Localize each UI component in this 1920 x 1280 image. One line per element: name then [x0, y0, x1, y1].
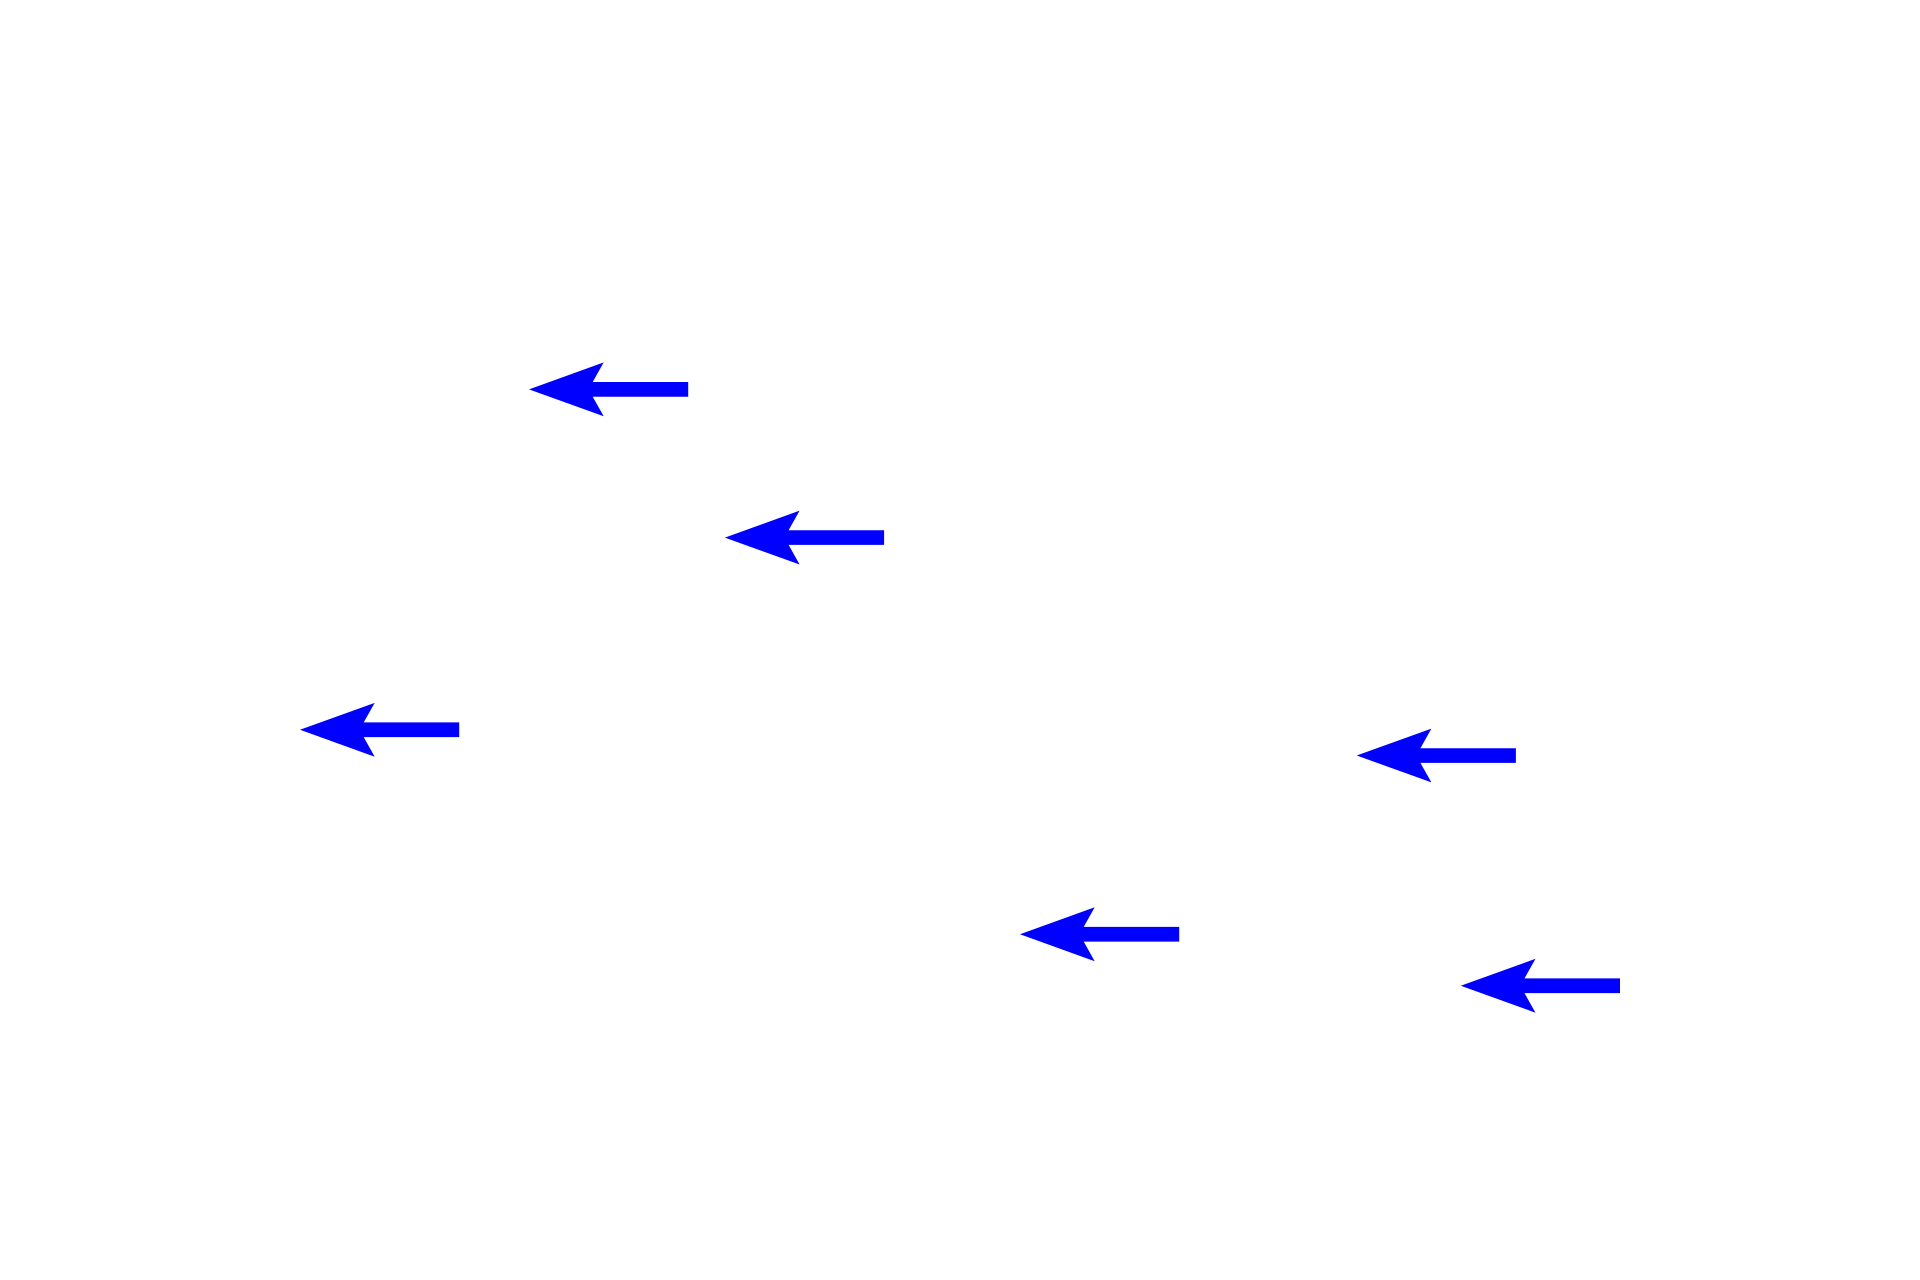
arrow-left-icon [1356, 728, 1516, 783]
arrow-left-icon [1460, 958, 1620, 1013]
arrow-left-icon [1020, 907, 1180, 962]
arrow-left-icon [724, 510, 885, 565]
arrow-left-icon [529, 362, 689, 417]
arrow-left-icon [300, 702, 460, 757]
